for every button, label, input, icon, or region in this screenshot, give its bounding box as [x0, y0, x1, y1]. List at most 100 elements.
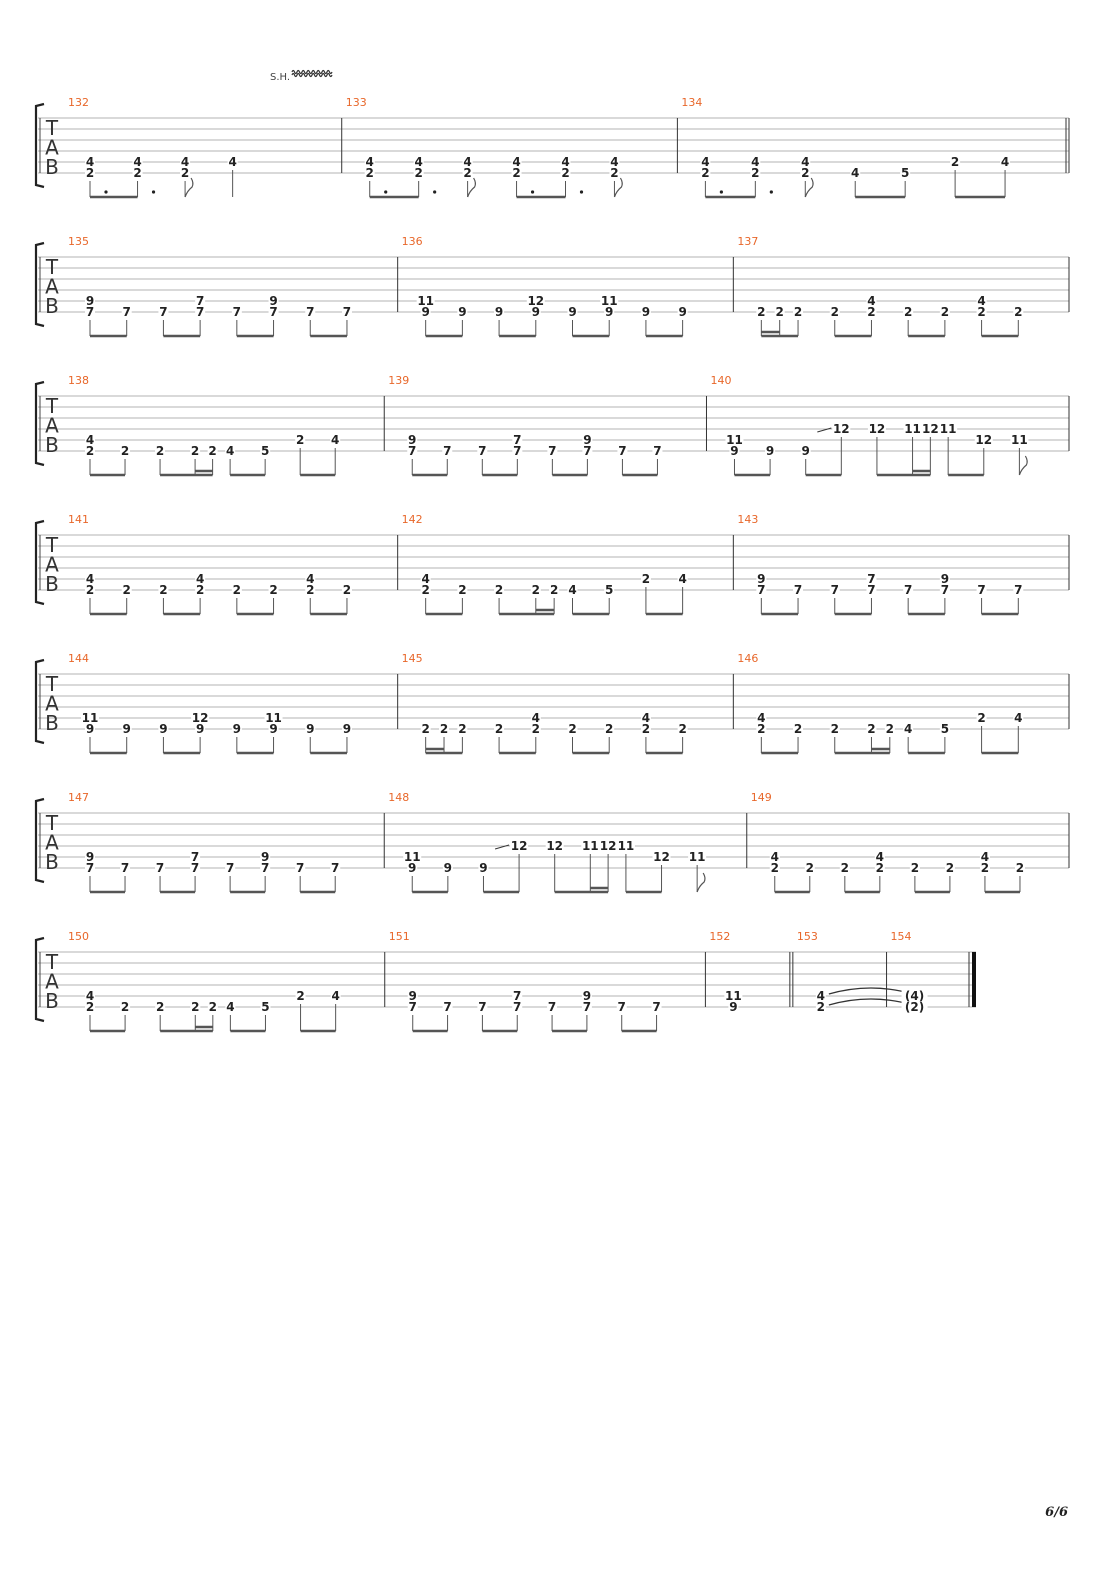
fret-backdrop [976, 712, 987, 723]
fret-number: 2 [233, 583, 241, 597]
fret-number: 2 [86, 1000, 94, 1014]
fret-backdrop [867, 423, 886, 434]
fret-number: 9 [159, 722, 167, 736]
fret-backdrop [442, 1001, 453, 1012]
fret-number: 4 [86, 989, 94, 1003]
fret-number: 2 [414, 166, 422, 180]
fret-backdrop [195, 573, 206, 584]
fret-backdrop [207, 445, 218, 456]
fret-backdrop [939, 584, 950, 595]
fret-number: 7 [513, 444, 521, 458]
fret-backdrop [260, 851, 271, 862]
fret-number: 7 [618, 444, 626, 458]
fret-backdrop [457, 306, 468, 317]
fret-backdrop [81, 712, 99, 723]
fret-backdrop [477, 1001, 488, 1012]
fret-backdrop [651, 1001, 662, 1012]
fret-backdrop [155, 862, 166, 873]
fret-backdrop [604, 306, 615, 317]
fret-number: 9 [269, 294, 277, 308]
fret-number: 2 [794, 305, 802, 319]
fret-number: 4 [86, 572, 94, 586]
fret-backdrop [560, 167, 571, 178]
fret-number: 9 [123, 722, 131, 736]
fret-backdrop [330, 990, 341, 1001]
fret-backdrop [903, 723, 914, 734]
fret-number: 2 [181, 166, 189, 180]
fret-backdrop [793, 584, 804, 595]
fret-number: 2 [941, 305, 949, 319]
fret-number: 2 [296, 989, 304, 1003]
fret-backdrop [567, 723, 578, 734]
fret-number: 2 [196, 583, 204, 597]
fret-number: 2 [801, 166, 809, 180]
fret-backdrop [158, 584, 169, 595]
fret-backdrop [884, 723, 895, 734]
fret-backdrop [545, 840, 564, 851]
fret-number: 2 [771, 861, 779, 875]
fret-number: 4 [366, 155, 374, 169]
tab-clef-letter: A [45, 831, 59, 855]
fret-backdrop [725, 434, 744, 445]
fret-backdrop [158, 723, 169, 734]
fret-number: 7 [343, 305, 351, 319]
fret-backdrop [921, 423, 940, 434]
fret-number: 11 [601, 294, 618, 308]
fret-number: 2 [366, 166, 374, 180]
fret-number: 9 [269, 722, 277, 736]
measure-number: 135 [68, 235, 89, 248]
fret-backdrop [526, 295, 545, 306]
fret-number: 7 [757, 583, 765, 597]
fret-backdrop [750, 156, 761, 167]
fret-number: 9 [678, 305, 686, 319]
fret-backdrop [901, 1001, 928, 1012]
fret-backdrop [180, 156, 191, 167]
fret-backdrop [190, 851, 201, 862]
fret-number: 9 [605, 305, 613, 319]
system-bracket [34, 658, 45, 745]
system-bracket [34, 241, 45, 328]
fret-backdrop [195, 306, 206, 317]
fret-number: 11 [404, 850, 421, 864]
fret-backdrop [750, 167, 761, 178]
fret-number: (4) [905, 989, 924, 1003]
fret-backdrop [530, 584, 541, 595]
fret-backdrop [231, 306, 242, 317]
fret-number: 7 [296, 861, 304, 875]
fret-backdrop [341, 306, 352, 317]
fret-backdrop [874, 851, 885, 862]
fret-number: 11 [582, 839, 599, 853]
tab-clef-letter: A [45, 136, 59, 160]
tab-clef-letter: B [45, 155, 59, 179]
tab-clef-letter: A [45, 970, 59, 994]
fret-number: 2 [191, 444, 199, 458]
fret-backdrop [901, 990, 928, 1001]
tab-clef-letter: T [45, 255, 59, 279]
fret-number: 7 [261, 861, 269, 875]
fret-backdrop [640, 573, 651, 584]
fret-number: 7 [443, 444, 451, 458]
fret-number: 7 [408, 444, 416, 458]
fret-number: 4 [228, 155, 236, 169]
measure-number: 138 [68, 374, 89, 387]
fret-backdrop [264, 712, 283, 723]
fret-backdrop [305, 573, 316, 584]
fret-number: 7 [121, 861, 129, 875]
fret-number: 2 [876, 861, 884, 875]
fret-number: 12 [600, 839, 617, 853]
fret-number: 9 [444, 861, 452, 875]
fret-number: 5 [261, 444, 269, 458]
fret-number: 4 [512, 155, 520, 169]
fret-backdrop [85, 584, 95, 595]
fret-backdrop [756, 723, 767, 734]
fret-backdrop [567, 306, 578, 317]
fret-backdrop [774, 306, 785, 317]
fret-number: 9 [408, 861, 416, 875]
fret-backdrop [866, 723, 877, 734]
measure-number: 151 [389, 930, 410, 943]
fret-backdrop [616, 1001, 627, 1012]
fret-number: 4 [771, 850, 779, 864]
fret-backdrop [976, 295, 987, 306]
fret-number: 9 [458, 305, 466, 319]
fret-backdrop [190, 1001, 201, 1012]
